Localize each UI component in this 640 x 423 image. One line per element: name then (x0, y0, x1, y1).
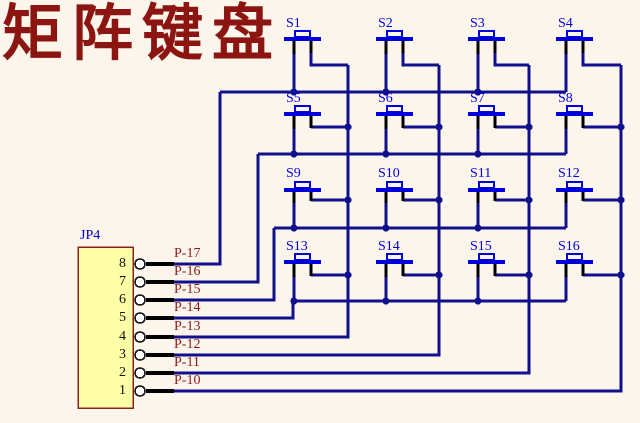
net-p16-wire[interactable] (174, 154, 260, 284)
switch-label-s2[interactable]: S2 (378, 16, 393, 31)
switch-s9-symbol[interactable] (284, 180, 348, 228)
pin-circle-3[interactable] (134, 349, 146, 361)
pin-number-1: 1 (119, 383, 126, 398)
pin-circle-5[interactable] (134, 312, 146, 324)
switch-s1-symbol[interactable] (284, 29, 348, 92)
switch-s8-symbol[interactable] (556, 104, 621, 154)
pin-number-3: 3 (119, 347, 126, 362)
switch-label-s1[interactable]: S1 (286, 16, 301, 31)
net-label-p14[interactable]: P-14 (174, 300, 201, 315)
net-label-p11[interactable]: P-11 (174, 355, 200, 370)
button-cap (565, 180, 584, 190)
button-cap (385, 29, 404, 39)
switch-label-s5[interactable]: S5 (286, 91, 301, 106)
switch-label-s8[interactable]: S8 (558, 91, 573, 106)
button-cap (565, 104, 584, 114)
switch-label-s11[interactable]: S11 (470, 166, 492, 181)
switch-s16-symbol[interactable] (556, 252, 621, 301)
junction-dots (290, 88, 625, 305)
pin-circle-7[interactable] (134, 276, 146, 288)
switch-s4-symbol[interactable] (556, 29, 621, 92)
schematic-title: 矩阵键盘 (2, 1, 283, 68)
button-cap (565, 29, 584, 39)
button-cap (385, 252, 404, 262)
button-cap (477, 104, 496, 114)
connector-designator[interactable]: JP4 (80, 228, 101, 243)
net-label-p10[interactable]: P-10 (174, 373, 201, 388)
pin-number-4: 4 (119, 329, 126, 344)
button-cap (477, 252, 496, 262)
switch-label-s6[interactable]: S6 (378, 91, 393, 106)
switch-label-s12[interactable]: S12 (558, 166, 580, 181)
connector-pin-circles (134, 258, 146, 397)
switch-s2-symbol[interactable] (376, 29, 439, 92)
switch-label-s16[interactable]: S16 (558, 239, 580, 254)
net-p12-column2[interactable] (174, 65, 441, 357)
switch-s5-symbol[interactable] (284, 104, 348, 154)
button-cap (293, 29, 312, 39)
net-p11-column3[interactable] (174, 65, 531, 375)
pin-circle-8[interactable] (134, 258, 146, 270)
switch-s13-symbol[interactable] (284, 252, 348, 301)
connector-pin-stubs (146, 262, 174, 393)
net-p17-wire[interactable] (174, 92, 222, 266)
button-cap (293, 252, 312, 262)
net-label-p16[interactable]: P-16 (174, 264, 201, 279)
button-cap (477, 29, 496, 39)
net-p10-column4[interactable] (174, 65, 623, 393)
net-label-p15[interactable]: P-15 (174, 282, 201, 297)
switch-s10-symbol[interactable] (376, 180, 439, 228)
switch-label-s15[interactable]: S15 (470, 239, 492, 254)
net-label-p13[interactable]: P-13 (174, 319, 201, 334)
switch-s7-symbol[interactable] (468, 104, 529, 154)
pin-number-2: 2 (119, 365, 126, 380)
switch-label-s9[interactable]: S9 (286, 166, 301, 181)
connector-body[interactable] (77, 246, 134, 409)
wire-net[interactable] (174, 65, 623, 393)
switch-s14-symbol[interactable] (376, 252, 439, 301)
pin-number-8: 8 (119, 256, 126, 271)
button-cap (565, 252, 584, 262)
pin-number-5: 5 (119, 310, 126, 325)
switch-s6-symbol[interactable] (376, 104, 439, 154)
switch-s11-symbol[interactable] (468, 180, 529, 228)
switch-label-s4[interactable]: S4 (558, 16, 573, 31)
switch-label-s10[interactable]: S10 (378, 166, 400, 181)
net-p14-wire[interactable] (174, 301, 295, 320)
switch-s12-symbol[interactable] (556, 180, 621, 228)
button-cap (477, 180, 496, 190)
pin-number-6: 6 (119, 292, 126, 307)
button-cap (293, 180, 312, 190)
button-cap (385, 180, 404, 190)
connector-jp4-symbol[interactable] (77, 246, 174, 409)
switch-label-s7[interactable]: S7 (470, 91, 485, 106)
switch-label-s13[interactable]: S13 (286, 239, 308, 254)
switch-label-s3[interactable]: S3 (470, 16, 485, 31)
pin-number-7: 7 (119, 274, 126, 289)
switch-label-s14[interactable]: S14 (378, 239, 400, 254)
button-cap (293, 104, 312, 114)
switch-s3-symbol[interactable] (468, 29, 529, 92)
net-label-p12[interactable]: P-12 (174, 337, 201, 352)
pin-circle-6[interactable] (134, 294, 146, 306)
button-cap (385, 104, 404, 114)
net-label-p17[interactable]: P-17 (174, 246, 201, 261)
net-p15-wire[interactable] (174, 228, 276, 302)
net-p13-column1[interactable] (174, 65, 350, 339)
pin-circle-4[interactable] (134, 331, 146, 343)
pin-circle-2[interactable] (134, 367, 146, 379)
pin-circle-1[interactable] (134, 385, 146, 397)
switch-s15-symbol[interactable] (468, 252, 529, 301)
